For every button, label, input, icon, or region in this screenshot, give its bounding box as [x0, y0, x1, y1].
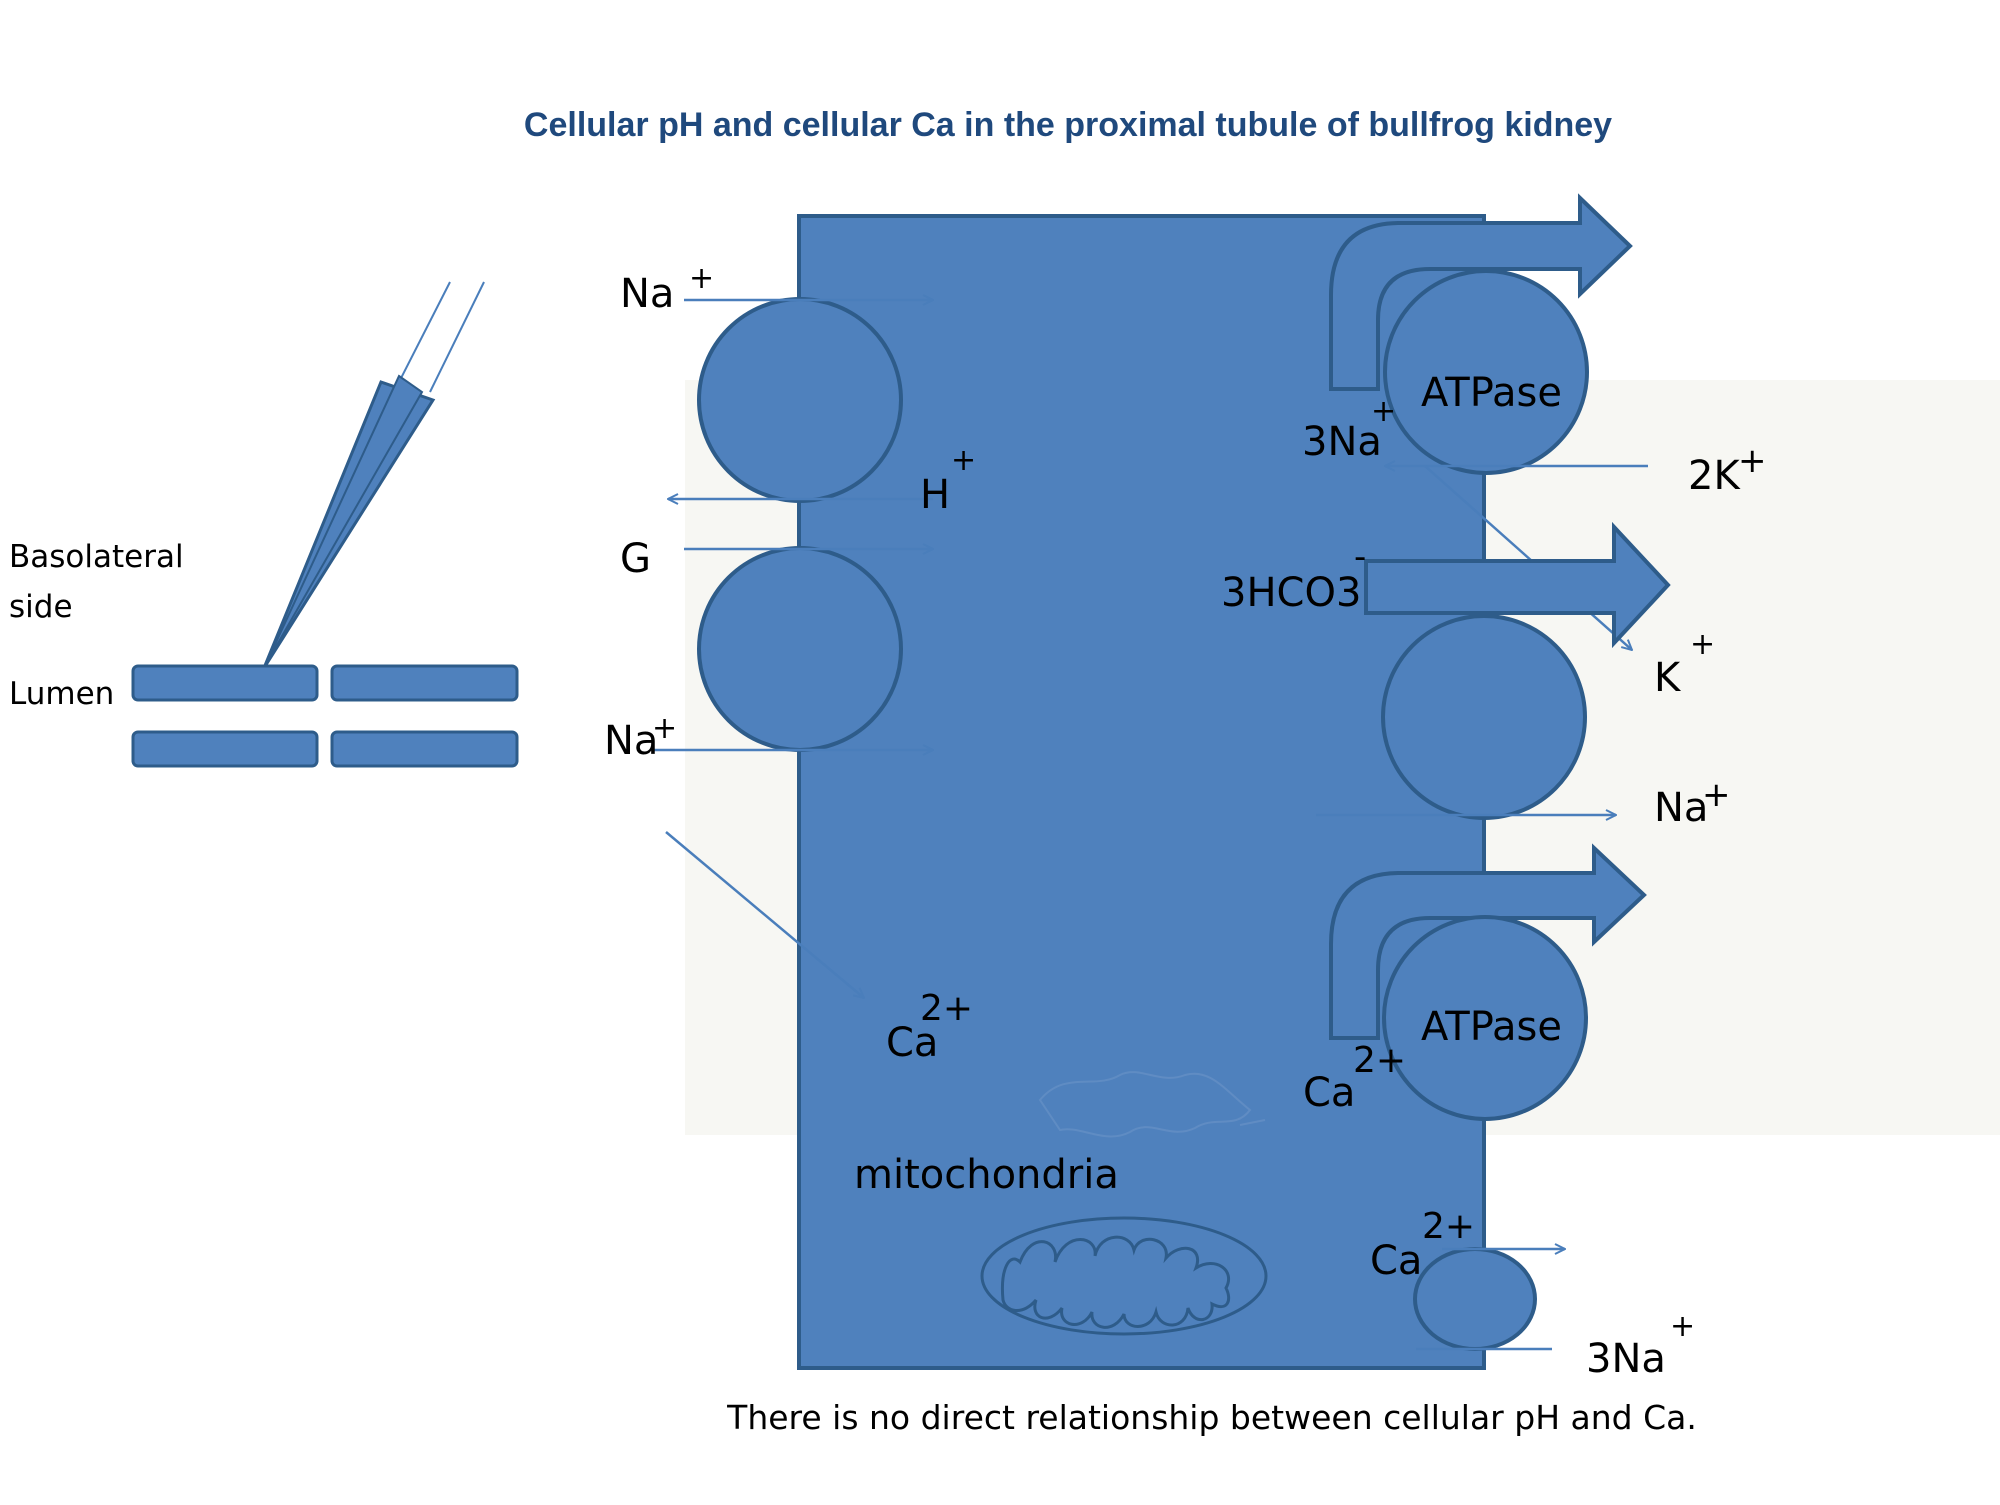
three-na-exchanger-label-sup: + — [1670, 1309, 1695, 1344]
basolateral-label-line2: side — [9, 589, 73, 625]
two-k-label-sup: + — [1738, 441, 1767, 481]
ca-atpase-pump — [1382, 915, 1588, 1121]
na-label-2-sup: + — [652, 711, 677, 746]
hco3-label: 3HCO3 — [1221, 570, 1361, 616]
h-label-sup: + — [951, 443, 976, 478]
k-channel-transporter — [1381, 614, 1587, 820]
electrode-icon — [262, 281, 485, 669]
na-label-1: Na — [620, 271, 674, 317]
lumen-label: Lumen — [9, 676, 114, 712]
three-na-label-sup: + — [1371, 394, 1396, 429]
cell-body — [797, 214, 1486, 1370]
k-label: K — [1654, 655, 1682, 701]
atpase-label-1: ATPase — [1421, 370, 1562, 416]
ca-cell-label: Ca — [886, 1020, 938, 1066]
transporter-g-na — [697, 546, 903, 752]
h-label: H — [920, 472, 950, 518]
diagram-title: Cellular pH and cellular Ca in the proxi… — [524, 106, 1612, 144]
lumen-cell-bars — [131, 664, 519, 768]
hco3-label-sup: - — [1354, 537, 1366, 577]
mitochondria-label: mitochondria — [854, 1152, 1119, 1198]
ca-pump-label-sup: 2+ — [1353, 1040, 1406, 1081]
transporter-na-h — [697, 297, 903, 503]
na-label-3-sup: + — [1702, 775, 1731, 815]
na-label-3: Na — [1654, 785, 1708, 831]
na-k-atpase-pump — [1383, 269, 1589, 475]
two-k-label: 2K — [1688, 453, 1741, 499]
hco3-efflux-arrow — [1364, 521, 1671, 649]
ca-cell-label-sup: 2+ — [920, 988, 973, 1029]
na-ca-exchanger — [1413, 1247, 1537, 1351]
na-label-2: Na — [604, 718, 658, 764]
mitochondrion-icon — [980, 1216, 1268, 1336]
ca-influx-arrow — [665, 831, 864, 998]
ca-exchanger-label-sup: 2+ — [1422, 1206, 1475, 1247]
k-label-sup: + — [1690, 627, 1715, 662]
ca-pump-label: Ca — [1303, 1070, 1355, 1116]
atpase-label-2: ATPase — [1421, 1004, 1562, 1050]
na-efflux-bent-arrow — [1329, 193, 1633, 391]
three-na-exchanger-label: 3Na — [1586, 1336, 1666, 1382]
ca-efflux-bent-arrow — [1329, 843, 1647, 1040]
faint-mitochondrion-icon — [1038, 1071, 1266, 1138]
footnote: There is no direct relationship between … — [726, 1398, 1697, 1437]
ca-exchanger-label: Ca — [1370, 1238, 1422, 1284]
three-na-label: 3Na — [1302, 419, 1382, 465]
basolateral-label-line1: Basolateral — [9, 539, 184, 575]
g-label: G — [620, 536, 651, 582]
k-efflux-arrow — [1424, 465, 1632, 650]
na-label-1-sup: + — [689, 261, 714, 296]
